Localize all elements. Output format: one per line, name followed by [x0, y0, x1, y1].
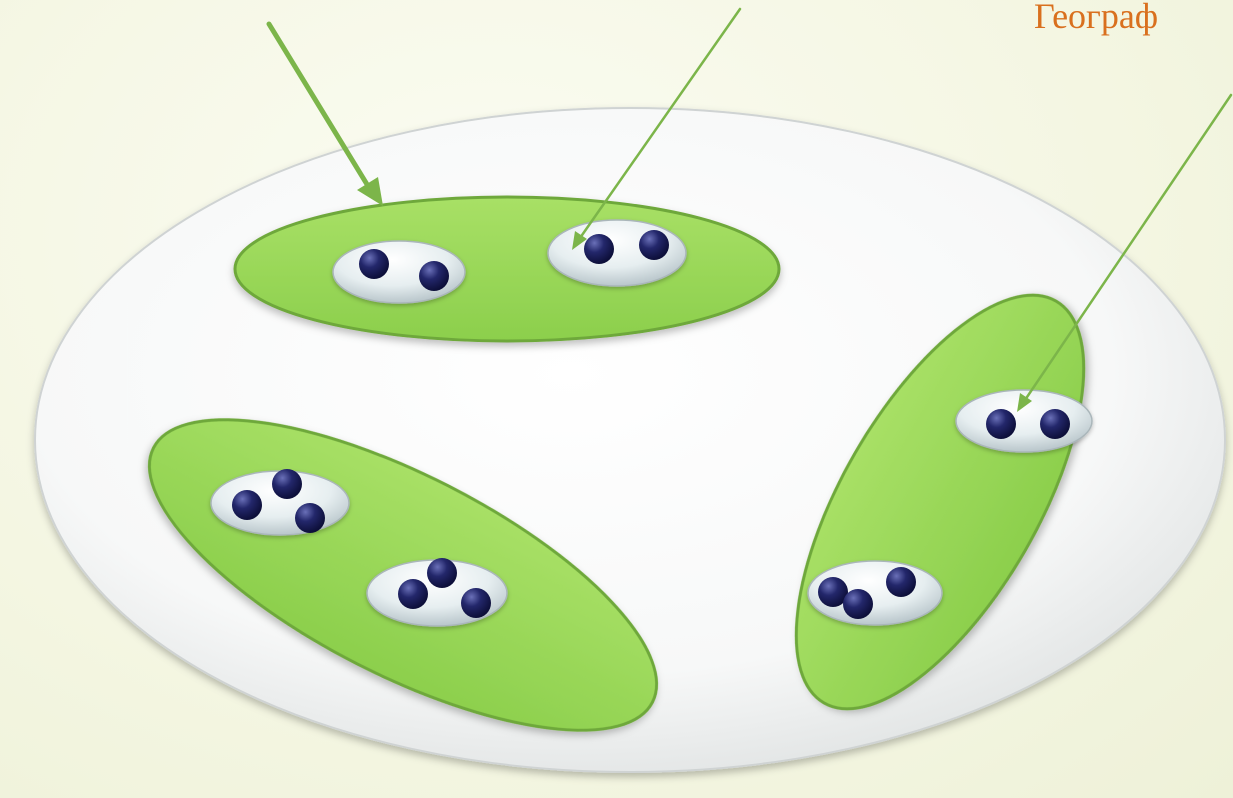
population-group-top	[233, 195, 781, 343]
individual-dot	[419, 261, 449, 291]
individual-dot	[232, 490, 262, 520]
individual-dot	[639, 230, 669, 260]
individual-dot	[818, 577, 848, 607]
individual-dot	[584, 234, 614, 264]
individual-dots	[232, 230, 1070, 619]
individual-dot	[843, 589, 873, 619]
individual-dot	[886, 567, 916, 597]
arrow-2-icon	[572, 7, 742, 250]
top-right-label: Географ	[1034, 0, 1158, 36]
individual-dot	[272, 469, 302, 499]
individual-dot	[427, 558, 457, 588]
individual-dot	[398, 579, 428, 609]
individual-dot	[461, 588, 491, 618]
individual-dot	[1040, 409, 1070, 439]
individual-dot	[986, 409, 1016, 439]
individual-dot	[359, 249, 389, 279]
arrow-1-icon	[266, 21, 383, 206]
individual-dot	[295, 503, 325, 533]
arrow-3-icon	[1017, 93, 1233, 412]
